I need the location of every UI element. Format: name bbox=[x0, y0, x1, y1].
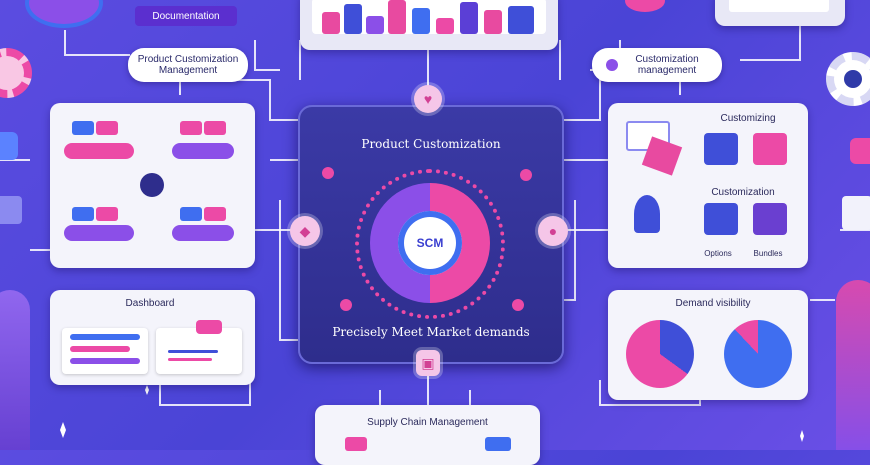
dashboard-panel bbox=[156, 320, 242, 374]
tag-icon bbox=[850, 138, 870, 164]
supply-chain-title: Supply Chain Management bbox=[367, 417, 488, 428]
top-monitor-screen bbox=[312, 0, 546, 34]
center-panel: Product Customization SCM Precisely Meet… bbox=[298, 105, 564, 364]
customization-label: Customization bbox=[711, 187, 775, 198]
center-subtitle: Precisely Meet Market demands bbox=[332, 325, 530, 339]
dashboard-title: Dashboard bbox=[125, 298, 175, 309]
dashboard-card: Dashboard bbox=[50, 290, 255, 385]
hub-label: SCM bbox=[416, 236, 444, 250]
pie-chart-right bbox=[724, 320, 792, 388]
top-monitor bbox=[300, 0, 558, 50]
box-icon bbox=[753, 133, 787, 165]
documentation-banner-label: Documentation bbox=[152, 10, 220, 22]
box-icon bbox=[704, 203, 738, 235]
dashboard-list bbox=[62, 328, 148, 374]
demand-visibility-card: Demand visibility bbox=[608, 290, 808, 400]
demand-visibility-title: Demand visibility bbox=[675, 298, 751, 309]
left-plant-decoration bbox=[0, 290, 30, 450]
customizing-label: Customizing bbox=[720, 113, 776, 124]
network-card bbox=[50, 103, 255, 268]
box-icon bbox=[753, 203, 787, 235]
link-icon[interactable]: ● bbox=[538, 216, 568, 246]
bundles-label: Bundles bbox=[753, 249, 783, 258]
center-title: Product Customization bbox=[361, 137, 501, 151]
hub-ring bbox=[355, 169, 505, 319]
documentation-banner: Documentation bbox=[135, 6, 237, 26]
box-icon bbox=[704, 133, 738, 165]
top-right-bubble-icon bbox=[625, 0, 665, 12]
tag-icon[interactable]: ♥ bbox=[414, 85, 442, 113]
medal-icon bbox=[634, 195, 660, 233]
customizing-card: Customizing Customization Options Bundle… bbox=[608, 103, 808, 268]
list-icon bbox=[0, 196, 22, 224]
document-icon bbox=[842, 196, 870, 230]
supply-chain-card: Supply Chain Management bbox=[315, 405, 540, 465]
medal-icon bbox=[606, 59, 618, 71]
gear-icon bbox=[826, 52, 870, 106]
pie-chart-left bbox=[626, 320, 694, 388]
diamond-icon[interactable]: ◆ bbox=[290, 216, 320, 246]
customization-management-pill[interactable]: Customization management bbox=[592, 48, 722, 82]
product-customization-management-pill[interactable]: Product Customization Management bbox=[128, 48, 248, 82]
chat-icon bbox=[0, 132, 18, 160]
hub-icon bbox=[140, 173, 164, 197]
options-label: Options bbox=[704, 249, 732, 258]
top-right-monitor bbox=[715, 0, 845, 26]
padlock-icon[interactable]: ▣ bbox=[416, 350, 440, 376]
right-plant-decoration bbox=[836, 280, 870, 450]
hub-center: SCM bbox=[398, 211, 462, 275]
